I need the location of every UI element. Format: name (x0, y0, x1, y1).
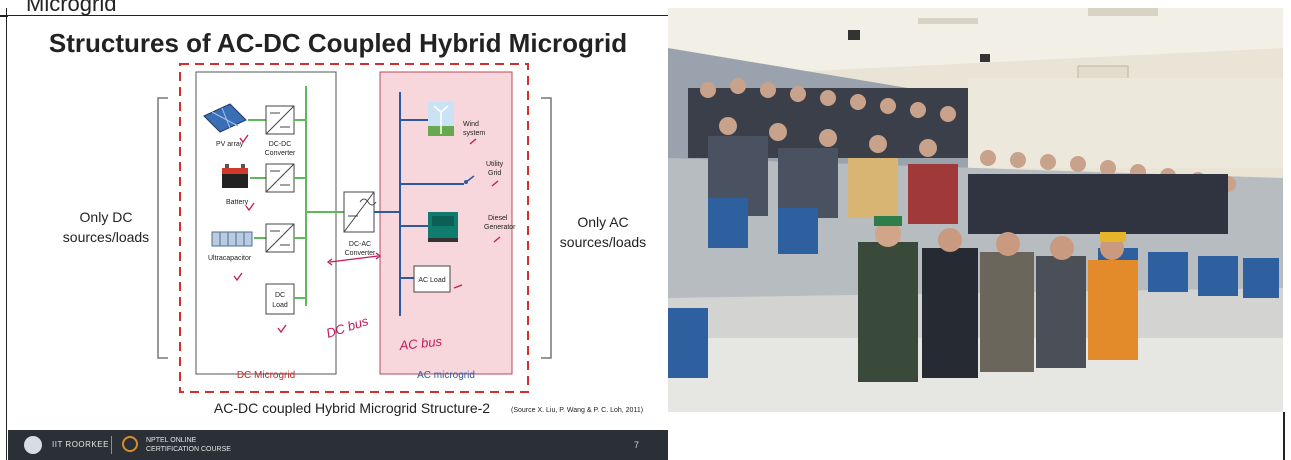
dcac-label-line1: DC-AC (349, 241, 371, 248)
lecture-slide: Structures of AC-DC Coupled Hybrid Micro… (8, 16, 668, 460)
footer-course-line2: CERTIFICATION COURSE (146, 446, 231, 453)
wind-label-line1: Wind (463, 121, 479, 128)
classroom-scene-image (668, 8, 1283, 412)
pv-array-label: PV array (216, 141, 244, 148)
utility-label-line1: Utility (486, 161, 504, 168)
cutoff-heading: Microgrid (26, 0, 117, 16)
slide-source: (Source X. Liu, P. Wang & P. C. Loh, 201… (511, 407, 643, 414)
hybrid-boundary-dashed (179, 63, 529, 393)
dc-load-label-line2: Load (272, 302, 288, 309)
classroom-photo (668, 8, 1283, 412)
footer-org: IIT ROORKEE (52, 440, 109, 449)
footer-page-number: 7 (634, 440, 640, 450)
diesel-label-line2: Generator (484, 224, 516, 231)
ultracapacitor-label: Ultracapacitor (208, 255, 252, 262)
microgrid-diagram: Only DC sources/loads Only AC sources/lo… (63, 63, 646, 416)
dcdc-label-line1: DC-DC (269, 141, 292, 148)
pv-array-icon (203, 103, 247, 133)
dc-microgrid-label: DC Microgrid (237, 370, 295, 381)
frame-right-border (1283, 412, 1285, 460)
left-bracket (157, 97, 168, 359)
footer-course: NPTEL ONLINE CERTIFICATION COURSE (146, 436, 231, 454)
ultracapacitor-icon (211, 231, 253, 247)
left-note-line2: sources/loads (63, 229, 149, 245)
ac-load-label: AC Load (418, 277, 445, 284)
slide-footer: IIT ROORKEE NPTEL ONLINE CERTIFICATION C… (8, 430, 668, 460)
dcdc-label-line2: Converter (265, 150, 296, 157)
right-bracket (541, 97, 552, 359)
footer-divider (111, 436, 112, 454)
handwriting-ac-bus: AC bus (398, 334, 443, 354)
right-note-line1: Only AC (577, 214, 628, 230)
ac-load-box (413, 265, 451, 293)
utility-label-line2: Grid (488, 170, 501, 177)
dcac-label-line2: Converter (345, 250, 376, 257)
left-note-line1: Only DC (80, 209, 133, 225)
footer-course-line1: NPTEL ONLINE (146, 437, 197, 444)
slide-caption: AC-DC coupled Hybrid Microgrid Structure… (214, 400, 490, 416)
wind-turbine-icon (428, 102, 454, 136)
diesel-label-line1: Diesel (488, 215, 508, 222)
frame-left-border (6, 8, 7, 460)
nptel-logo-icon (122, 436, 138, 452)
dcdc-converter-1 (265, 105, 295, 135)
diesel-generator-icon (428, 212, 458, 242)
top-strip: Microgrid (0, 0, 668, 17)
handwritten-ticks (233, 134, 501, 334)
wind-label-line2: system (463, 130, 485, 137)
iit-roorkee-logo-icon (24, 436, 42, 454)
battery-label: Battery (226, 199, 249, 206)
dcac-converter (343, 191, 377, 233)
right-note-line2: sources/loads (560, 234, 646, 250)
dc-load-label-line1: DC (275, 292, 285, 299)
dc-load-box (265, 283, 295, 315)
dcdc-converter-2 (265, 163, 295, 193)
ac-microgrid-label: AC microgrid (417, 370, 475, 381)
slide-title: Structures of AC-DC Coupled Hybrid Micro… (48, 28, 628, 58)
battery-icon (222, 164, 248, 188)
dcdc-converter-3 (265, 223, 295, 253)
